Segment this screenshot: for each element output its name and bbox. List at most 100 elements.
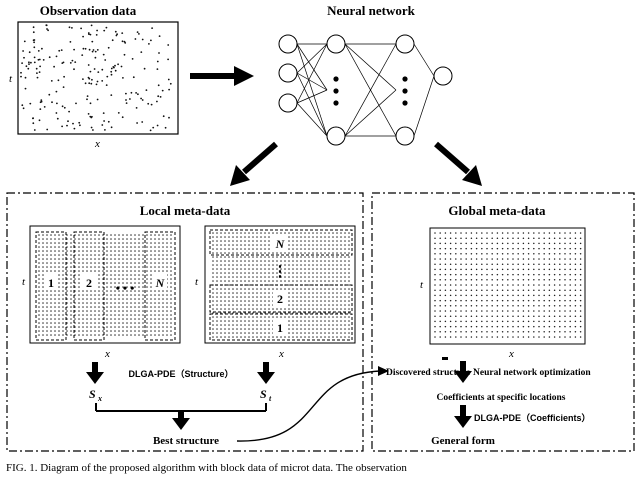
local-x-grid-point [146, 298, 148, 300]
local-t-grid-point [336, 300, 338, 302]
global-grid-point [574, 232, 577, 234]
local-t-grid-point [332, 336, 334, 338]
local-t-grid-point [308, 240, 310, 242]
local-t-grid-point [216, 300, 218, 302]
neuron [278, 34, 298, 54]
local-t-grid-point [224, 276, 226, 278]
local-t-grid-point [216, 280, 218, 282]
global-grid-point [553, 331, 556, 333]
local-t-grid-point [312, 248, 314, 250]
local-x-grid-point [62, 318, 64, 320]
local-t-grid-point [220, 276, 222, 278]
local-t-grid-point [284, 264, 286, 266]
local-t-grid-point [316, 272, 318, 274]
local-x-grid-point [82, 262, 84, 264]
global-grid-point [481, 315, 483, 317]
observation-point [38, 58, 41, 61]
local-t-grid-point [264, 320, 266, 322]
observation-point [112, 66, 115, 68]
local-x-grid-point [58, 278, 60, 280]
observation-point [71, 59, 74, 62]
global-grid-point [491, 258, 493, 260]
strip-x-ellipsis: • • • [116, 281, 135, 295]
local-x-grid-point [82, 294, 84, 296]
local-t-grid-point [300, 292, 302, 294]
local-t-grid-point [320, 252, 322, 254]
local-t-grid-point [316, 240, 318, 242]
local-t-grid-point [212, 264, 214, 266]
global-grid-point [538, 253, 540, 255]
local-t-grid-point [328, 332, 330, 334]
observation-point [110, 70, 113, 73]
local-x-grid-point [170, 254, 172, 256]
global-grid-point [481, 237, 483, 239]
global-grid-point [538, 284, 540, 286]
local-t-grid-point [252, 316, 254, 318]
global-grid-point [559, 253, 561, 255]
local-t-grid-point [316, 236, 318, 238]
local-t-grid-point [328, 276, 330, 278]
local-x-grid-point [146, 282, 148, 284]
global-grid-point [507, 268, 509, 271]
global-grid-point [455, 336, 457, 338]
local-t-grid-point [280, 264, 282, 266]
local-t-grid-point [212, 268, 214, 270]
local-t-grid-point [336, 316, 338, 318]
global-grid-point [501, 263, 504, 265]
local-t-grid-point [212, 252, 214, 254]
global-grid-point [579, 315, 582, 317]
local-x-grid-point [66, 306, 68, 308]
local-x-grid-point [58, 330, 60, 332]
local-x-grid-point [142, 286, 144, 288]
local-x-grid-point [50, 330, 52, 332]
st-subscript: t [269, 394, 272, 403]
observation-point [102, 112, 105, 114]
global-grid-point [501, 273, 504, 276]
discovered-structure-label: Discovered structure [386, 368, 470, 378]
global-grid-point [559, 268, 561, 271]
local-t-grid-point [332, 272, 334, 274]
local-x-grid-point [162, 322, 164, 324]
global-grid-point [569, 325, 571, 328]
observation-point [168, 88, 171, 91]
local-t-grid-point [320, 324, 322, 326]
observation-point [22, 50, 24, 52]
local-x-grid-point [46, 234, 48, 236]
observation-point [169, 82, 172, 85]
local-t-grid-point [320, 240, 322, 242]
global-grid-point [434, 247, 436, 250]
local-x-grid-point [70, 258, 72, 260]
global-grid-point [548, 305, 551, 307]
local-x-grid-point [94, 306, 96, 308]
observation-point [111, 39, 114, 42]
local-x-grid-point [170, 294, 172, 296]
local-x-grid-point [130, 278, 132, 280]
local-t-grid-point [308, 272, 310, 274]
local-t-grid-point [284, 252, 286, 254]
global-grid-point [444, 258, 447, 260]
global-grid-point [533, 273, 535, 276]
local-t-grid-point [252, 300, 254, 302]
local-t-grid-point [252, 248, 254, 250]
local-x-grid-point [66, 298, 68, 300]
observation-point [167, 78, 170, 81]
local-t-grid-point [264, 280, 266, 282]
observation-point [125, 102, 128, 104]
global-grid-point [481, 242, 483, 245]
local-x-grid-point [122, 334, 124, 336]
network-ellipsis-dots [333, 76, 408, 106]
local-t-grid-point [248, 300, 250, 302]
local-x-grid-point [170, 290, 172, 292]
local-t-grid-point [300, 288, 302, 290]
local-x-grid-point [50, 322, 52, 324]
local-x-grid-point [50, 246, 52, 248]
local-x-grid-point [170, 326, 172, 328]
global-grid-point [579, 273, 582, 276]
global-grid-point [475, 325, 478, 328]
global-grid-point [559, 279, 561, 281]
local-x-grid-point [118, 234, 120, 236]
global-grid-point [449, 331, 452, 333]
local-x-grid-point [114, 334, 116, 336]
local-t-grid-point [292, 252, 294, 254]
local-x-grid-point [46, 306, 48, 308]
